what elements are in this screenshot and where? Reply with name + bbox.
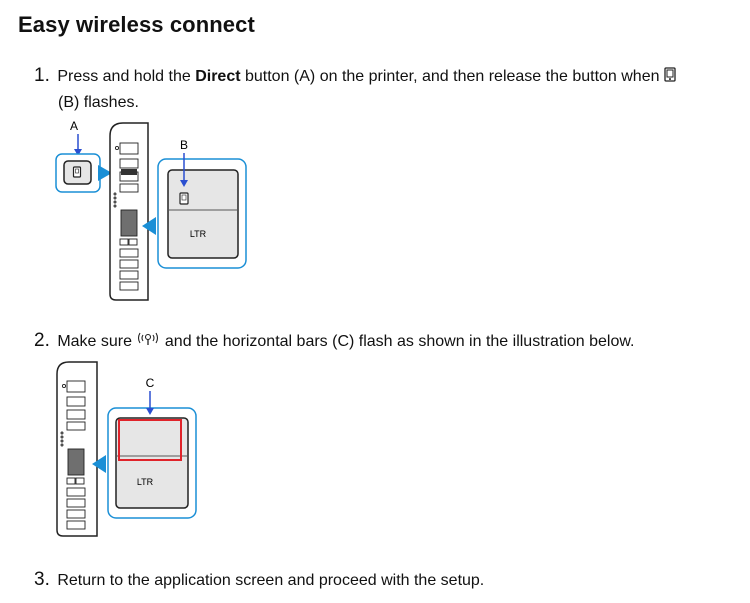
step-3-text: Return to the application screen and pro… (57, 572, 485, 589)
screen-text-1: LTR (190, 229, 207, 239)
screen-callout-1 (157, 158, 247, 269)
step-3: 3. Return to the application screen and … (34, 567, 734, 593)
label-b: B (180, 138, 188, 152)
step-1: 1. Press and hold the Direct button (A) … (34, 63, 734, 115)
step-1-text-after: button (A) on the printer, and then rele… (240, 68, 664, 85)
step-2-text-after: and the horizontal bars (C) flash as sho… (160, 333, 635, 350)
step-2-number: 2. (34, 330, 50, 351)
step-2: 2. Make sure and the horizontal bars (C)… (34, 328, 734, 355)
printer-illustration-1: A B LTR (55, 119, 247, 301)
phone-icon (664, 65, 676, 90)
wireless-icon (136, 330, 160, 355)
label-a: A (70, 119, 78, 133)
direct-button-callout (55, 153, 101, 193)
page-title: Easy wireless connect (18, 12, 255, 37)
phone-icon-on-screen (179, 192, 189, 205)
horizontal-bars-highlight (118, 419, 182, 461)
printer-illustration-2: C LTR (56, 361, 197, 537)
screen-callout-2 (107, 407, 197, 519)
step-1-number: 1. (34, 65, 50, 86)
step-3-number: 3. (34, 569, 50, 590)
direct-button-label: Direct (195, 68, 241, 85)
step-1-text-before: Press and hold the (57, 68, 196, 85)
step-1-line2: (B) flashes. (58, 94, 139, 111)
step-2-text-before: Make sure (57, 333, 137, 350)
label-c: C (146, 376, 155, 390)
screen-text-2: LTR (137, 477, 154, 487)
